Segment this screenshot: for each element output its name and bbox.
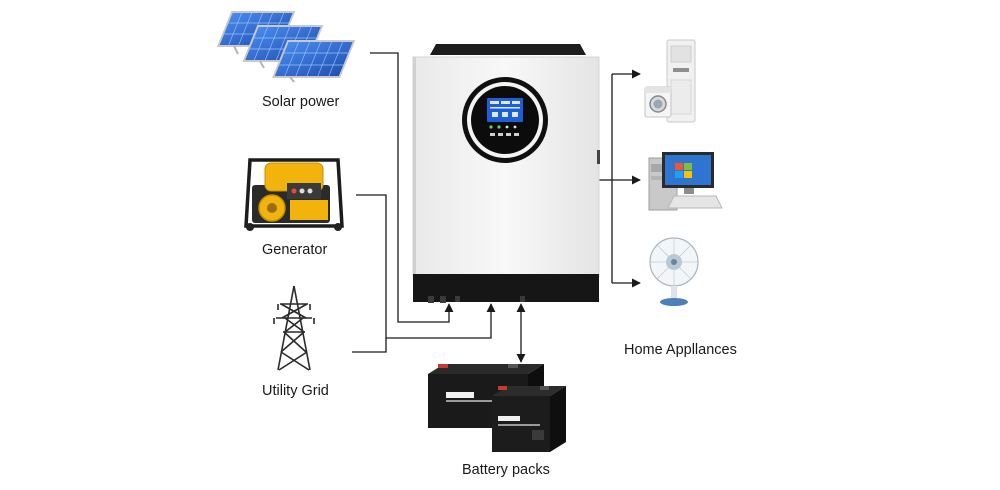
grid-line — [352, 338, 387, 353]
washing-machine-icon — [644, 86, 672, 118]
mounting-bracket — [430, 44, 586, 55]
generator-icon — [244, 158, 344, 231]
generator-label: Generator — [262, 242, 328, 258]
solar-panel-icon — [216, 11, 356, 83]
solar-power-label: Solar power — [262, 94, 340, 110]
air-conditioner-icon — [666, 39, 696, 123]
solar-line — [370, 52, 454, 323]
inverter-unit — [412, 44, 600, 303]
electric-fan-icon — [649, 237, 699, 306]
home-appliances-label: Home Appllances — [624, 342, 737, 358]
battery-icon — [428, 364, 566, 452]
wiring — [352, 52, 641, 363]
battery-packs-label: Battery packs — [462, 462, 550, 478]
desktop-computer-icon — [648, 152, 723, 211]
utility-grid-label: Utility Grid — [262, 383, 329, 399]
power-tower-icon — [273, 285, 315, 371]
